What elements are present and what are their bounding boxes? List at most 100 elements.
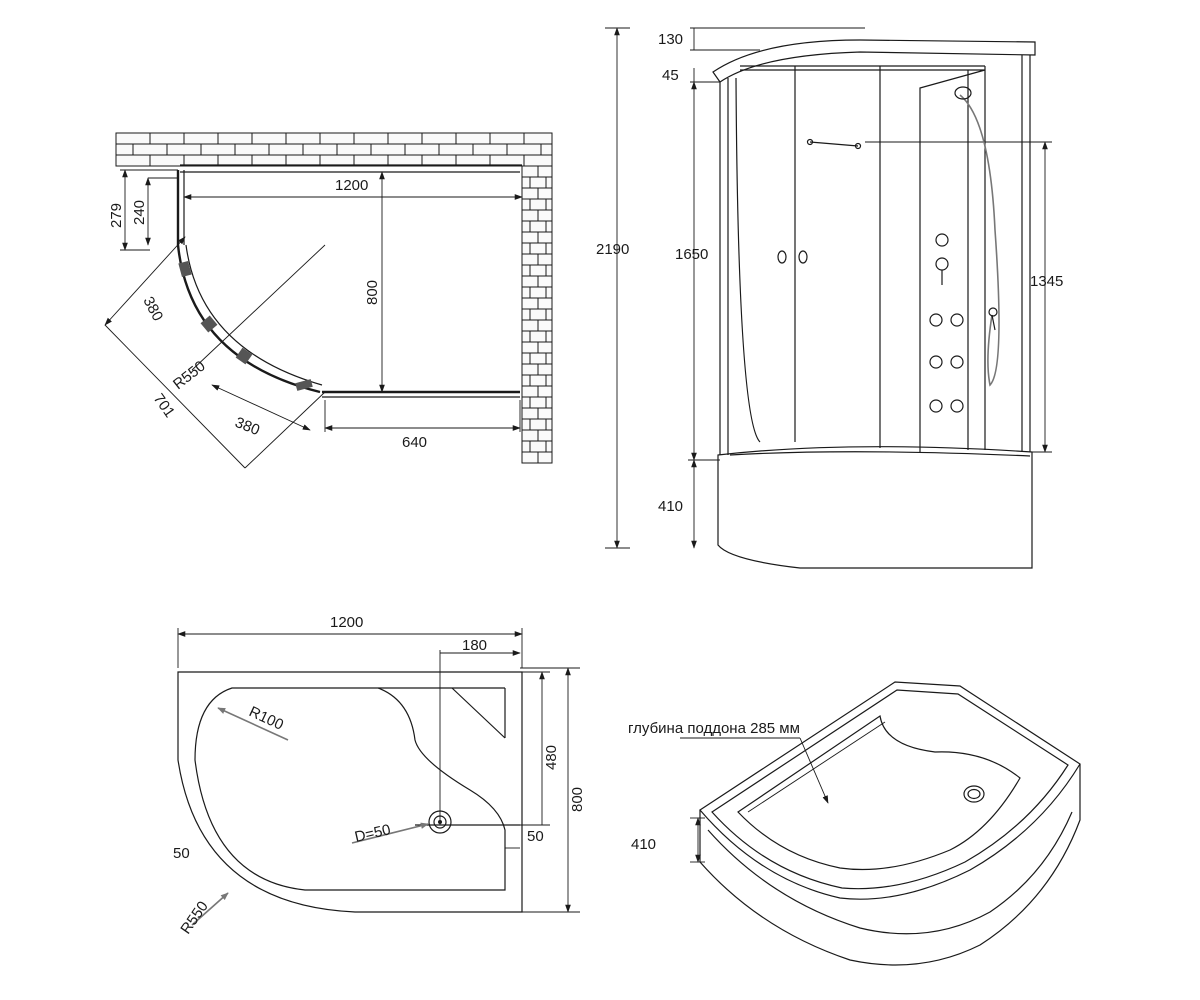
brick bbox=[537, 341, 553, 354]
brick bbox=[545, 286, 553, 299]
brick bbox=[217, 132, 253, 145]
brick bbox=[537, 429, 553, 442]
brick bbox=[353, 154, 389, 167]
brick bbox=[521, 264, 531, 277]
brick bbox=[529, 396, 547, 409]
brick bbox=[537, 275, 553, 288]
brick bbox=[421, 154, 457, 167]
brick bbox=[521, 451, 539, 464]
brick bbox=[149, 132, 185, 145]
brick bbox=[529, 242, 547, 255]
front-glass-1650: 1650 bbox=[675, 246, 708, 263]
brick bbox=[529, 220, 547, 233]
brick bbox=[521, 440, 531, 453]
brick bbox=[537, 363, 553, 376]
brick bbox=[285, 154, 321, 167]
plan-view: 1200 800 279 240 380 R550 701 380 640 bbox=[104, 132, 553, 469]
brick bbox=[521, 165, 539, 178]
tray-radius-r550: R550 bbox=[177, 898, 211, 937]
brick bbox=[537, 165, 553, 178]
front-panel-1345: 1345 bbox=[1030, 273, 1063, 290]
brick bbox=[521, 176, 531, 189]
brick bbox=[404, 143, 440, 156]
brick bbox=[529, 374, 547, 387]
brick bbox=[200, 143, 236, 156]
brick bbox=[529, 264, 547, 277]
brick-wall-right bbox=[521, 165, 553, 464]
brick bbox=[336, 143, 372, 156]
brick bbox=[537, 451, 553, 464]
brick bbox=[537, 187, 553, 200]
brick bbox=[285, 132, 321, 145]
brick bbox=[521, 319, 539, 332]
brick bbox=[251, 132, 287, 145]
brick bbox=[115, 132, 151, 145]
massage-jets bbox=[929, 233, 964, 413]
brick bbox=[545, 374, 553, 387]
brick bbox=[370, 143, 406, 156]
tray-drain-d50: D=50 bbox=[353, 821, 392, 846]
brick bbox=[521, 297, 539, 310]
brick bbox=[353, 132, 389, 145]
brick bbox=[421, 132, 457, 145]
brick bbox=[115, 143, 134, 156]
brick bbox=[521, 385, 539, 398]
plan-straight-640: 640 bbox=[402, 434, 427, 451]
brick bbox=[537, 209, 553, 222]
brick bbox=[455, 132, 491, 145]
tray-edge-50-left: 50 bbox=[173, 845, 190, 862]
brick bbox=[529, 330, 547, 343]
tray-3d: глубина поддона 285 мм 410 bbox=[628, 681, 1081, 966]
brick bbox=[521, 198, 531, 211]
tray-inner-480: 480 bbox=[543, 745, 560, 770]
brick bbox=[545, 220, 553, 233]
brick bbox=[521, 418, 531, 431]
brick bbox=[545, 176, 553, 189]
brick bbox=[521, 209, 539, 222]
brick-wall-top bbox=[115, 132, 553, 167]
brick bbox=[521, 187, 539, 200]
brick bbox=[545, 198, 553, 211]
brick bbox=[545, 396, 553, 409]
tray-width-1200: 1200 bbox=[330, 614, 363, 631]
brick bbox=[302, 143, 338, 156]
brick bbox=[132, 143, 168, 156]
brick bbox=[545, 264, 553, 277]
tray-plan: 1200 180 480 800 D=50 R100 50 bbox=[173, 614, 586, 937]
plan-width-1200: 1200 bbox=[335, 177, 368, 194]
brick bbox=[537, 385, 553, 398]
brick bbox=[545, 308, 553, 321]
tray-3d-height-410: 410 bbox=[631, 836, 656, 853]
tray-edge-50-right: 50 bbox=[527, 828, 544, 845]
brick bbox=[234, 143, 270, 156]
brick bbox=[529, 440, 547, 453]
brick bbox=[537, 253, 553, 266]
brick bbox=[545, 352, 553, 365]
brick bbox=[166, 143, 202, 156]
tray-offset-180: 180 bbox=[462, 637, 487, 654]
tray-depth-note: глубина поддона 285 мм bbox=[628, 720, 800, 737]
front-total-2190: 2190 bbox=[596, 241, 629, 258]
brick bbox=[537, 319, 553, 332]
brick bbox=[489, 154, 525, 167]
plan-radius-r550: R550 bbox=[170, 358, 209, 393]
brick bbox=[521, 407, 539, 420]
brick bbox=[319, 154, 355, 167]
brick bbox=[387, 132, 423, 145]
plan-depth-800: 800 bbox=[364, 280, 381, 305]
brick bbox=[545, 440, 553, 453]
brick bbox=[521, 220, 531, 233]
brick bbox=[523, 132, 553, 145]
brick bbox=[183, 154, 219, 167]
front-view: 2190 130 45 1650 410 1345 bbox=[596, 27, 1063, 569]
brick bbox=[268, 143, 304, 156]
brick bbox=[438, 143, 474, 156]
brick bbox=[537, 231, 553, 244]
brick bbox=[529, 352, 547, 365]
brick bbox=[521, 253, 539, 266]
tray-depth-800: 800 bbox=[569, 787, 586, 812]
brick bbox=[489, 132, 525, 145]
brick bbox=[387, 154, 423, 167]
brick bbox=[521, 242, 531, 255]
brick bbox=[521, 231, 539, 244]
